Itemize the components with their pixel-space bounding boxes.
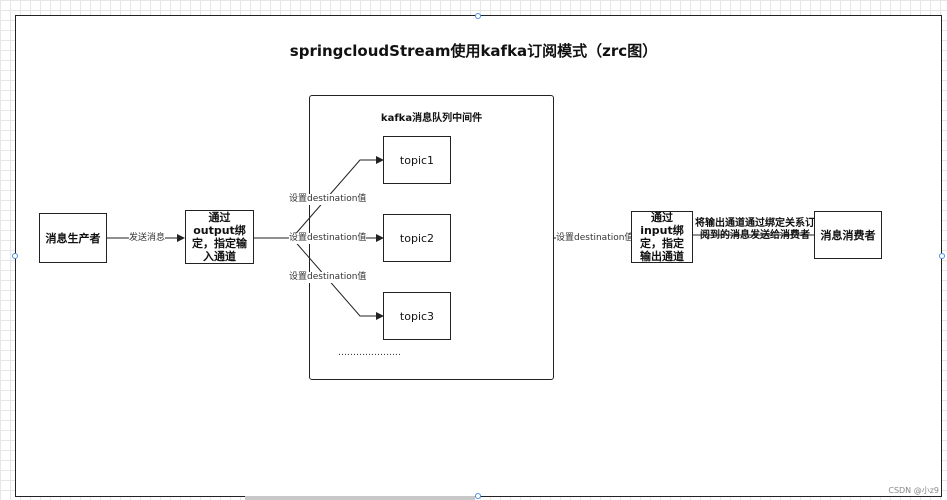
producer-label: 消息生产者 — [45, 231, 101, 245]
input-binding-label: 通过input绑定，指定输出通道 — [640, 211, 684, 263]
send-message-label: 发送消息 — [129, 233, 166, 244]
horizontal-scrollbar[interactable] — [245, 496, 475, 500]
resize-handle-bottom[interactable] — [475, 493, 481, 499]
topic2-node[interactable]: topic2 — [383, 214, 451, 262]
output-binding-label: 通过output绑定，指定输入通道 — [192, 211, 247, 263]
set-destination-label-2: 设置destination值 — [289, 233, 367, 244]
output-binding-node[interactable]: 通过output绑定，指定输入通道 — [185, 210, 254, 264]
set-destination-label-1: 设置destination值 — [289, 194, 367, 205]
topic1-label: topic1 — [399, 153, 435, 167]
diagram-title: springcloudStream使用kafka订阅模式（zrc图） — [289, 42, 658, 60]
topic3-node[interactable]: topic3 — [383, 292, 451, 340]
watermark: CSDN @小z9 — [888, 486, 939, 495]
resize-handle-right[interactable] — [939, 253, 945, 259]
topic2-label: topic2 — [399, 231, 435, 245]
topic1-node[interactable]: topic1 — [383, 136, 451, 184]
resize-handle-top[interactable] — [475, 13, 481, 19]
set-destination-label-3: 设置destination值 — [289, 272, 367, 283]
kafka-middleware-title: kafka消息队列中间件 — [380, 113, 483, 124]
right-set-destination-label: 设置destination值 — [556, 233, 634, 244]
bind-description-text: 将输出通道通过绑定关系订阅到的消息发送给消费者 — [695, 218, 815, 241]
input-binding-node[interactable]: 通过input绑定，指定输出通道 — [631, 211, 693, 263]
producer-node[interactable]: 消息生产者 — [39, 213, 107, 263]
more-topics-ellipsis: ………………… — [338, 348, 401, 358]
resize-handle-left[interactable] — [12, 253, 18, 259]
consumer-label: 消息消费者 — [820, 228, 876, 242]
arrow-to-topic3 — [291, 237, 384, 320]
consumer-node[interactable]: 消息消费者 — [814, 211, 882, 259]
topic3-label: topic3 — [399, 309, 435, 323]
arrow-to-topic1 — [291, 156, 384, 239]
